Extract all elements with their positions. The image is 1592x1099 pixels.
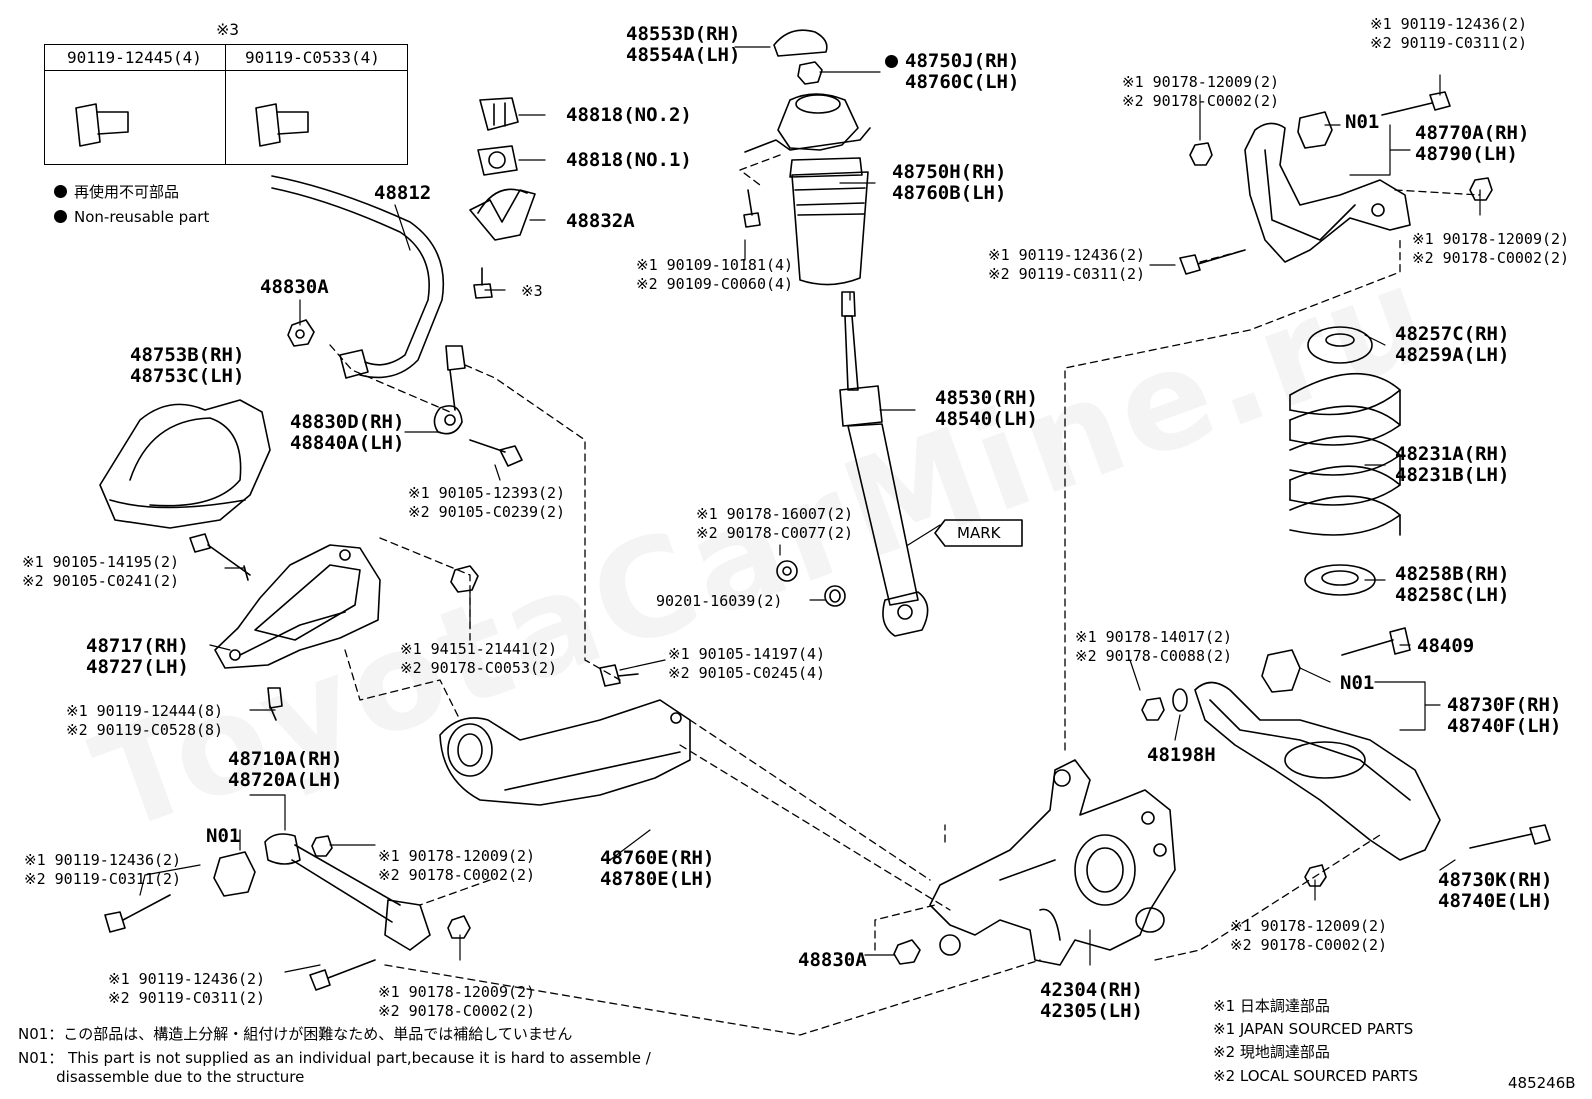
- diagram-id: 485246B: [1508, 1074, 1576, 1092]
- label-washer-90201: 90201-16039(2): [656, 592, 783, 610]
- label-48553d: 48553D(RH) 48554A(LH): [626, 23, 741, 66]
- label-n01-left: N01: [206, 825, 241, 847]
- bracket-48832a-shape: [469, 188, 536, 241]
- label-48818-no2: 48818(NO.2): [566, 104, 692, 126]
- label-48830a-bottom: 48830A: [798, 949, 867, 971]
- bracket-48717-shape: [214, 544, 381, 669]
- label-48257c: 48257C(RH) 48259A(LH): [1395, 323, 1510, 366]
- label-n01-right: N01: [1340, 672, 1375, 694]
- non-reusable-dot-icon: [54, 185, 67, 198]
- label-48830d: 48830D(RH) 48840A(LH): [290, 411, 405, 454]
- legend-en: Non-reusable part: [54, 208, 209, 226]
- label-48717: 48717(RH) 48727(LH): [86, 635, 189, 678]
- label-48258b: 48258B(RH) 48258C(LH): [1395, 563, 1510, 606]
- bushing-no2-shape: [479, 97, 519, 131]
- heat-shield-shape: [99, 399, 271, 529]
- parts-table: 90119-12445(4) 90119-C0533(4): [44, 44, 408, 165]
- label-bolt-90105-12393: ※1 90105-12393(2) ※2 90105-C0239(2): [408, 484, 566, 521]
- table-col1-header: 90119-12445(4): [67, 48, 202, 67]
- footnote-s1-jp: ※1 日本調達部品: [1213, 997, 1330, 1015]
- spring-lower-seat-shape: [1304, 564, 1376, 596]
- footnote-n01-en: N01： This part is not supplied as an ind…: [18, 1049, 651, 1086]
- stabilizer-link-shape: [433, 345, 466, 435]
- lower-arm-shape: [1194, 681, 1441, 861]
- label-ref-3: ※3: [521, 282, 543, 300]
- lateral-link-shape: [264, 833, 431, 951]
- bump-boot-shape: [789, 157, 869, 286]
- non-reusable-dot-icon: [885, 55, 898, 68]
- label-bolt-90119-12436-top-right: ※1 90119-12436(2) ※2 90119-C0311(2): [1370, 15, 1528, 52]
- legend-jp: 再使用不可部品: [54, 183, 179, 201]
- label-48750h: 48750H(RH) 48760B(LH): [892, 161, 1007, 204]
- label-bolt-90119-12436-left: ※1 90119-12436(2) ※2 90119-C0311(2): [24, 851, 182, 888]
- label-nut-90178-14017: ※1 90178-14017(2) ※2 90178-C0088(2): [1075, 628, 1233, 665]
- label-bolt-90119-12444: ※1 90119-12444(8) ※2 90119-C0528(8): [66, 702, 224, 739]
- label-nut-90178-mid: ※1 90178-12009(2) ※2 90178-C0002(2): [378, 847, 536, 884]
- label-48231a: 48231A(RH) 48231B(LH): [1395, 443, 1510, 486]
- assembly-dashed-lines: [329, 154, 1481, 1036]
- label-nut-90178-bottom: ※1 90178-12009(2) ※2 90178-C0002(2): [378, 983, 536, 1020]
- strut-mount-shape: [744, 93, 871, 153]
- non-reusable-dot-icon: [54, 210, 67, 223]
- label-48198h: 48198H: [1147, 744, 1216, 766]
- bushing-48830a-top-shape: [287, 319, 315, 347]
- label-n01-top: N01: [1345, 111, 1380, 133]
- upper-arm-shape: [1244, 122, 1411, 263]
- footnote-n01-jp: N01：この部品は、構造上分解・組付けが困難なため、単品では補給していません: [18, 1025, 573, 1043]
- label-48730f: 48730F(RH) 48740F(LH): [1447, 694, 1562, 737]
- dust-cap-shape: [773, 29, 828, 57]
- table-title: ※3: [216, 20, 240, 39]
- label-48760e: 48760E(RH) 48780E(LH): [600, 847, 715, 890]
- label-bolt-90105-14195: ※1 90105-14195(2) ※2 90105-C0241(2): [22, 553, 180, 590]
- coil-spring-shape: [1289, 372, 1401, 536]
- label-48530: 48530(RH) 48540(LH): [935, 387, 1038, 430]
- label-48730k: 48730K(RH) 48740E(LH): [1438, 869, 1553, 912]
- label-42304: 42304(RH) 42305(LH): [1040, 979, 1143, 1022]
- label-48710a: 48710A(RH) 48720A(LH): [228, 748, 343, 791]
- label-bolt-90119-12436-mid-right: ※1 90119-12436(2) ※2 90119-C0311(2): [988, 246, 1146, 283]
- label-bolt-90109: ※1 90109-10181(4) ※2 90109-C0060(4): [636, 256, 794, 293]
- spring-upper-seat-shape: [1307, 326, 1373, 364]
- label-48753b: 48753B(RH) 48753C(LH): [130, 344, 245, 387]
- footnote-s1-en: ※1 JAPAN SOURCED PARTS: [1213, 1020, 1414, 1038]
- label-48770a: 48770A(RH) 48790(LH): [1415, 122, 1530, 165]
- label-nut-90178-bottom-right: ※1 90178-12009(2) ※2 90178-C0002(2): [1230, 917, 1388, 954]
- label-mark: MARK: [957, 524, 1001, 542]
- footnote-s2-jp: ※2 現地調達部品: [1213, 1043, 1330, 1061]
- label-nut-90178-16007: ※1 90178-16007(2) ※2 90178-C0077(2): [696, 505, 854, 542]
- trailing-arm-shape: [439, 699, 691, 806]
- footnote-s2-en: ※2 LOCAL SOURCED PARTS: [1213, 1067, 1418, 1085]
- table-column-1: [45, 45, 226, 164]
- bushing-no1-shape: [477, 145, 518, 176]
- label-48818-no1: 48818(NO.1): [566, 149, 692, 171]
- label-48812: 48812: [374, 182, 432, 204]
- label-nut-94151: ※1 94151-21441(2) ※2 90178-C0053(2): [400, 640, 558, 677]
- label-48832a: 48832A: [566, 210, 635, 232]
- knuckle-shape: [929, 759, 1176, 966]
- label-48409: 48409: [1417, 635, 1475, 657]
- table-bolt-shapes: [75, 103, 309, 147]
- stabilizer-bar-shape: [271, 175, 445, 379]
- label-48750j: 48750J(RH) 48760C(LH): [885, 51, 1019, 93]
- label-bolt-90105-14197: ※1 90105-14197(4) ※2 90105-C0245(4): [668, 645, 826, 682]
- table-header-row: [45, 45, 407, 71]
- table-col2-header: 90119-C0533(4): [245, 48, 380, 67]
- label-bolt-90119-12436-bottom: ※1 90119-12436(2) ※2 90119-C0311(2): [108, 970, 266, 1007]
- label-nut-90178-mid-right: ※1 90178-12009(2) ※2 90178-C0002(2): [1412, 230, 1570, 267]
- label-48830a-top: 48830A: [260, 276, 329, 298]
- label-nut-90178-top-right: ※1 90178-12009(2) ※2 90178-C0002(2): [1122, 73, 1280, 110]
- shock-absorber-shape: [839, 291, 929, 637]
- leader-lines: [139, 46, 1481, 973]
